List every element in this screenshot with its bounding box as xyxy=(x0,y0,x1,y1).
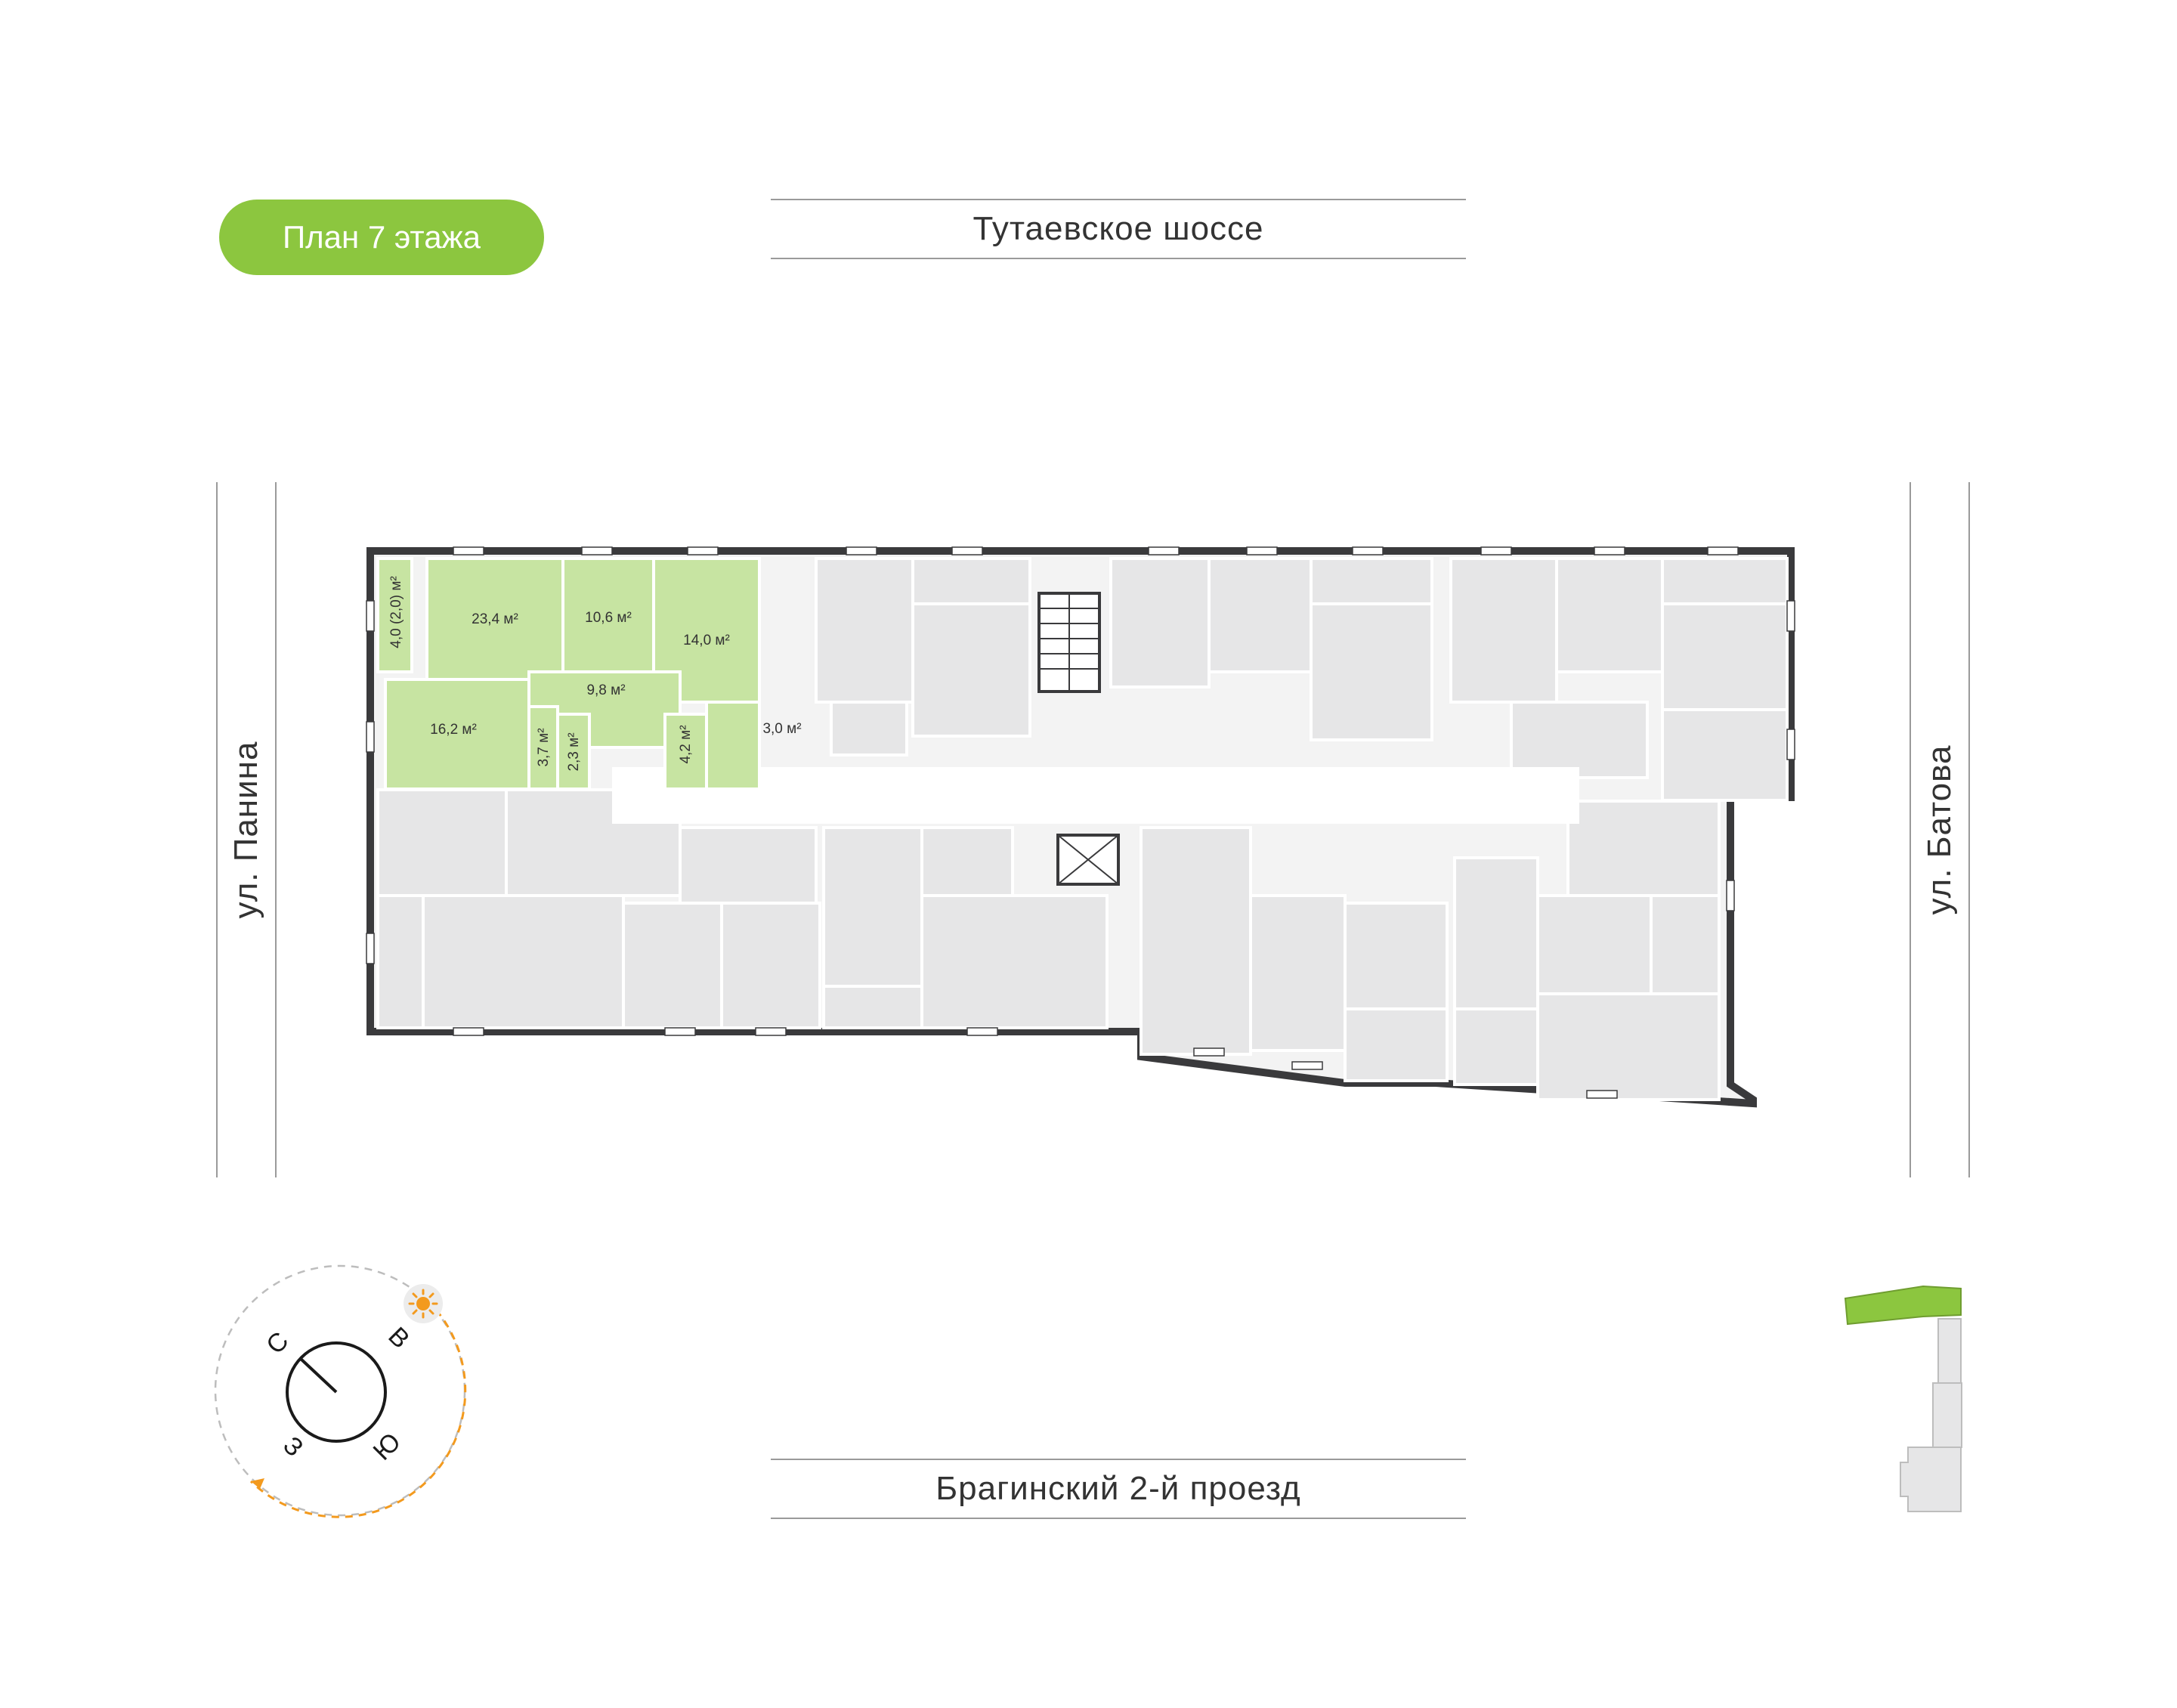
room[interactable] xyxy=(822,826,923,988)
sun-path xyxy=(249,1298,467,1518)
room[interactable] xyxy=(1140,826,1252,1056)
room[interactable] xyxy=(1536,894,1653,995)
room[interactable] xyxy=(720,902,821,1029)
room[interactable] xyxy=(1661,602,1789,711)
upper-units xyxy=(815,557,1789,802)
street-north-label: Тутаевское шоссе xyxy=(973,210,1264,247)
room[interactable] xyxy=(1344,902,1449,1010)
compass-north-label: С xyxy=(261,1326,294,1360)
room[interactable] xyxy=(911,557,1031,605)
floor-badge: План 7 этажа xyxy=(219,200,544,275)
lower-units xyxy=(376,788,1721,1101)
street-north: Тутаевское шоссе xyxy=(771,199,1466,259)
room[interactable] xyxy=(1555,557,1664,673)
room[interactable] xyxy=(1661,708,1789,802)
room-area-label: 3,7 м² xyxy=(536,728,552,766)
room-area-label: 23,4 м² xyxy=(472,611,518,627)
room[interactable] xyxy=(1249,894,1347,1052)
room-area-label: 4,2 м² xyxy=(678,725,694,763)
room[interactable] xyxy=(822,985,923,1029)
room[interactable] xyxy=(1566,800,1721,897)
room[interactable] xyxy=(1453,856,1539,1010)
street-east: ул. Батова xyxy=(1910,482,1970,1177)
floor-badge-label: План 7 этажа xyxy=(282,219,481,255)
room[interactable] xyxy=(376,894,425,1029)
room[interactable] xyxy=(1310,557,1433,605)
compass: С В Ю З xyxy=(214,1264,467,1518)
compass-east-label: В xyxy=(382,1322,415,1354)
room[interactable] xyxy=(679,826,818,905)
room-bedroom-2[interactable] xyxy=(384,678,530,791)
other-buildings xyxy=(1900,1318,1962,1512)
room[interactable] xyxy=(1109,557,1211,688)
room-bathroom[interactable] xyxy=(663,713,708,791)
room-storage[interactable] xyxy=(527,705,559,791)
site-minimap xyxy=(1844,1285,1962,1512)
selected-apartment: 23,4 м² 10,6 м² 14,0 м² 16,2 м² 9,8 м² 3… xyxy=(376,557,802,791)
room-kitchen[interactable] xyxy=(561,557,655,673)
room[interactable] xyxy=(1650,894,1721,995)
compass-south-label: Ю xyxy=(368,1428,407,1466)
room[interactable] xyxy=(1510,701,1649,779)
sun-icon xyxy=(404,1284,443,1323)
room[interactable] xyxy=(1453,1007,1539,1086)
room[interactable] xyxy=(376,788,508,897)
room-bedroom[interactable] xyxy=(652,557,761,704)
room-area-label: 16,2 м² xyxy=(430,722,477,738)
floor-plan: 23,4 м² 10,6 м² 14,0 м² 16,2 м² 9,8 м² 3… xyxy=(366,546,1795,1108)
compass-needle xyxy=(299,1357,338,1394)
room[interactable] xyxy=(920,826,1014,897)
street-west: ул. Панина xyxy=(216,482,277,1177)
room-area-label: 10,6 м² xyxy=(585,610,632,626)
room-utility[interactable] xyxy=(705,701,761,791)
room[interactable] xyxy=(830,701,908,757)
room[interactable] xyxy=(815,557,914,704)
street-south: Брагинский 2-й проезд xyxy=(771,1459,1466,1519)
window-marks xyxy=(366,546,1795,1099)
room-wc[interactable] xyxy=(556,713,591,791)
compass-dial xyxy=(286,1341,387,1443)
room-area-label: 14,0 м² xyxy=(683,633,730,648)
room[interactable] xyxy=(622,902,723,1029)
room[interactable] xyxy=(1536,992,1721,1101)
room[interactable] xyxy=(920,894,1109,1029)
room[interactable] xyxy=(1208,557,1313,673)
compass-west-label: З xyxy=(277,1431,308,1462)
balcony[interactable] xyxy=(376,557,413,673)
room[interactable] xyxy=(911,602,1031,738)
room-area-label: 3,0 м² xyxy=(762,721,801,737)
room[interactable] xyxy=(1449,557,1558,704)
room[interactable] xyxy=(1310,602,1433,741)
street-east-label: ул. Батова xyxy=(1921,744,1958,915)
room[interactable] xyxy=(422,894,625,1029)
street-west-label: ул. Панина xyxy=(227,741,264,919)
room-area-label: 2,3 м² xyxy=(566,732,582,771)
corridor xyxy=(612,767,1579,824)
stair-core xyxy=(1037,592,1120,886)
room[interactable] xyxy=(1344,1007,1449,1082)
room[interactable] xyxy=(1661,557,1789,605)
current-building xyxy=(1844,1285,1962,1326)
street-south-label: Брагинский 2-й проезд xyxy=(935,1470,1301,1507)
sun-path-arrow-icon xyxy=(251,1478,264,1489)
room-area-label: 9,8 м² xyxy=(586,682,625,698)
balcony-area-label: 4,0 (2,0) м² xyxy=(388,576,404,648)
